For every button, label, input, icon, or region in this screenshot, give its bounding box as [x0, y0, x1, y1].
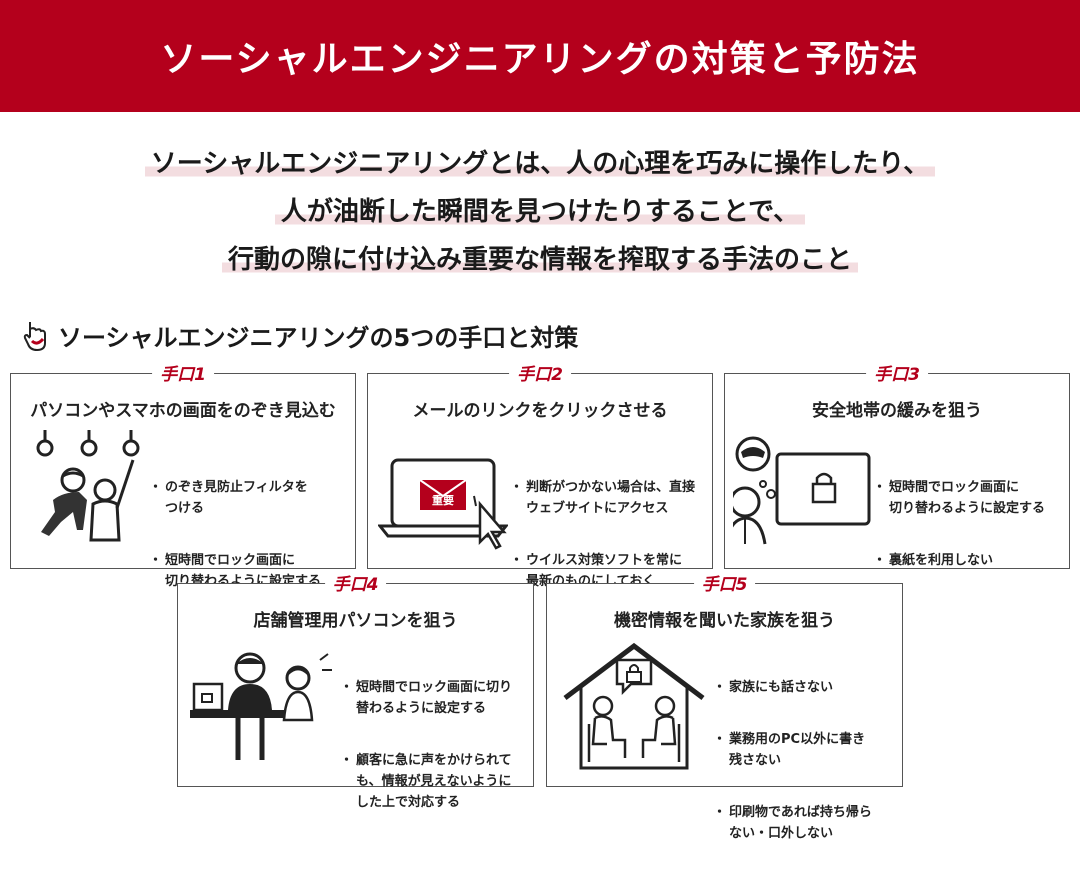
- section-heading: ソーシャルエンジニアリングの5つの手口と対策: [22, 318, 578, 353]
- card-tactic-4: 手口4 店舗管理用パソコンを狙う 短時間でロック画面に切り 替わるように設定する…: [177, 570, 534, 810]
- list-item: 判断がつかない場合は、直接 ウェブサイトにアクセス: [510, 477, 695, 519]
- card-bullets: 短時間でロック画面に 切り替わるように設定する 裏紙を利用しない: [873, 456, 1045, 602]
- intro-line-2: 人が油断した瞬間を見つけたりすることで、: [274, 197, 806, 227]
- train-peeking-icon: [36, 430, 140, 542]
- list-item: 顧客に急に声をかけられて も、情報が見えないように した上で対応する: [340, 750, 512, 813]
- card-bullets: 家族にも話さない 業務用のPC以外に書き 残さない 印刷物であれば持ち帰ら ない…: [713, 656, 872, 875]
- list-item: 裏紙を利用しない: [873, 550, 1045, 571]
- card-tag: 手口5: [693, 570, 756, 595]
- card-heading: 機密情報を聞いた家族を狙う: [614, 611, 835, 631]
- store-counter-icon: [190, 652, 332, 760]
- list-item: 業務用のPC以外に書き 残さない: [713, 729, 872, 771]
- card-bullets: 短時間でロック画面に切り 替わるように設定する 顧客に急に声をかけられて も、情…: [340, 656, 512, 844]
- house-family-icon: [563, 642, 705, 770]
- list-item: のぞき見防止フィルタを つける: [149, 477, 321, 519]
- card-heading: パソコンやスマホの画面をのぞき見込む: [30, 401, 336, 421]
- intro-text: ソーシャルエンジニアリングとは、人の心理を巧みに操作したり、 人が油断した瞬間を…: [0, 146, 1080, 290]
- card-tactic-1: 手口1 パソコンやスマホの画面をのぞき見込む のぞき見防止フィルタを つける 短…: [10, 360, 356, 589]
- card-tag: 手口1: [152, 360, 214, 385]
- laptop-mail-icon: 重要: [378, 458, 508, 550]
- intro-line-3: 行動の隙に付け込み重要な情報を搾取する手法のこと: [221, 245, 858, 275]
- intro-line-1: ソーシャルエンジニアリングとは、人の心理を巧みに操作したり、: [144, 149, 936, 179]
- card-tactic-2: 手口2 メールのリンクをクリックさせる 重要 判断がつかない場合は、直接 ウェブ…: [367, 360, 713, 589]
- card-tactic-5: 手口5 機密情報を聞いた家族を狙う 家族にも話さない 業務用のPC以外に書き 残…: [546, 570, 903, 841]
- list-item: 短時間でロック画面に切り 替わるように設定する: [340, 677, 512, 719]
- card-heading: 安全地帯の緩みを狙う: [812, 401, 982, 421]
- list-item: 印刷物であれば持ち帰ら ない・口外しない: [713, 802, 872, 844]
- important-badge: 重要: [432, 493, 454, 507]
- card-tactic-3: 手口3 安全地帯の緩みを狙う 短時間でロック画面に 切り替わるように設定する 裏…: [724, 360, 1070, 571]
- card-tag: 手口4: [324, 570, 387, 595]
- card-heading: メールのリンクをクリックさせる: [412, 401, 668, 421]
- pointing-hand-icon: [23, 321, 46, 351]
- card-heading: 店舗管理用パソコンを狙う: [253, 611, 458, 631]
- page-title: ソーシャルエンジニアリングの対策と予防法: [160, 39, 920, 80]
- header-banner: ソーシャルエンジニアリングの対策と予防法: [0, 0, 1080, 112]
- list-item: 家族にも話さない: [713, 677, 872, 698]
- card-tag: 手口2: [509, 360, 571, 385]
- card-tag: 手口3: [866, 360, 928, 385]
- locked-monitor-icon: [733, 436, 871, 545]
- list-item: 短時間でロック画面に 切り替わるように設定する: [873, 477, 1045, 519]
- section-title: ソーシャルエンジニアリングの5つの手口と対策: [58, 324, 579, 352]
